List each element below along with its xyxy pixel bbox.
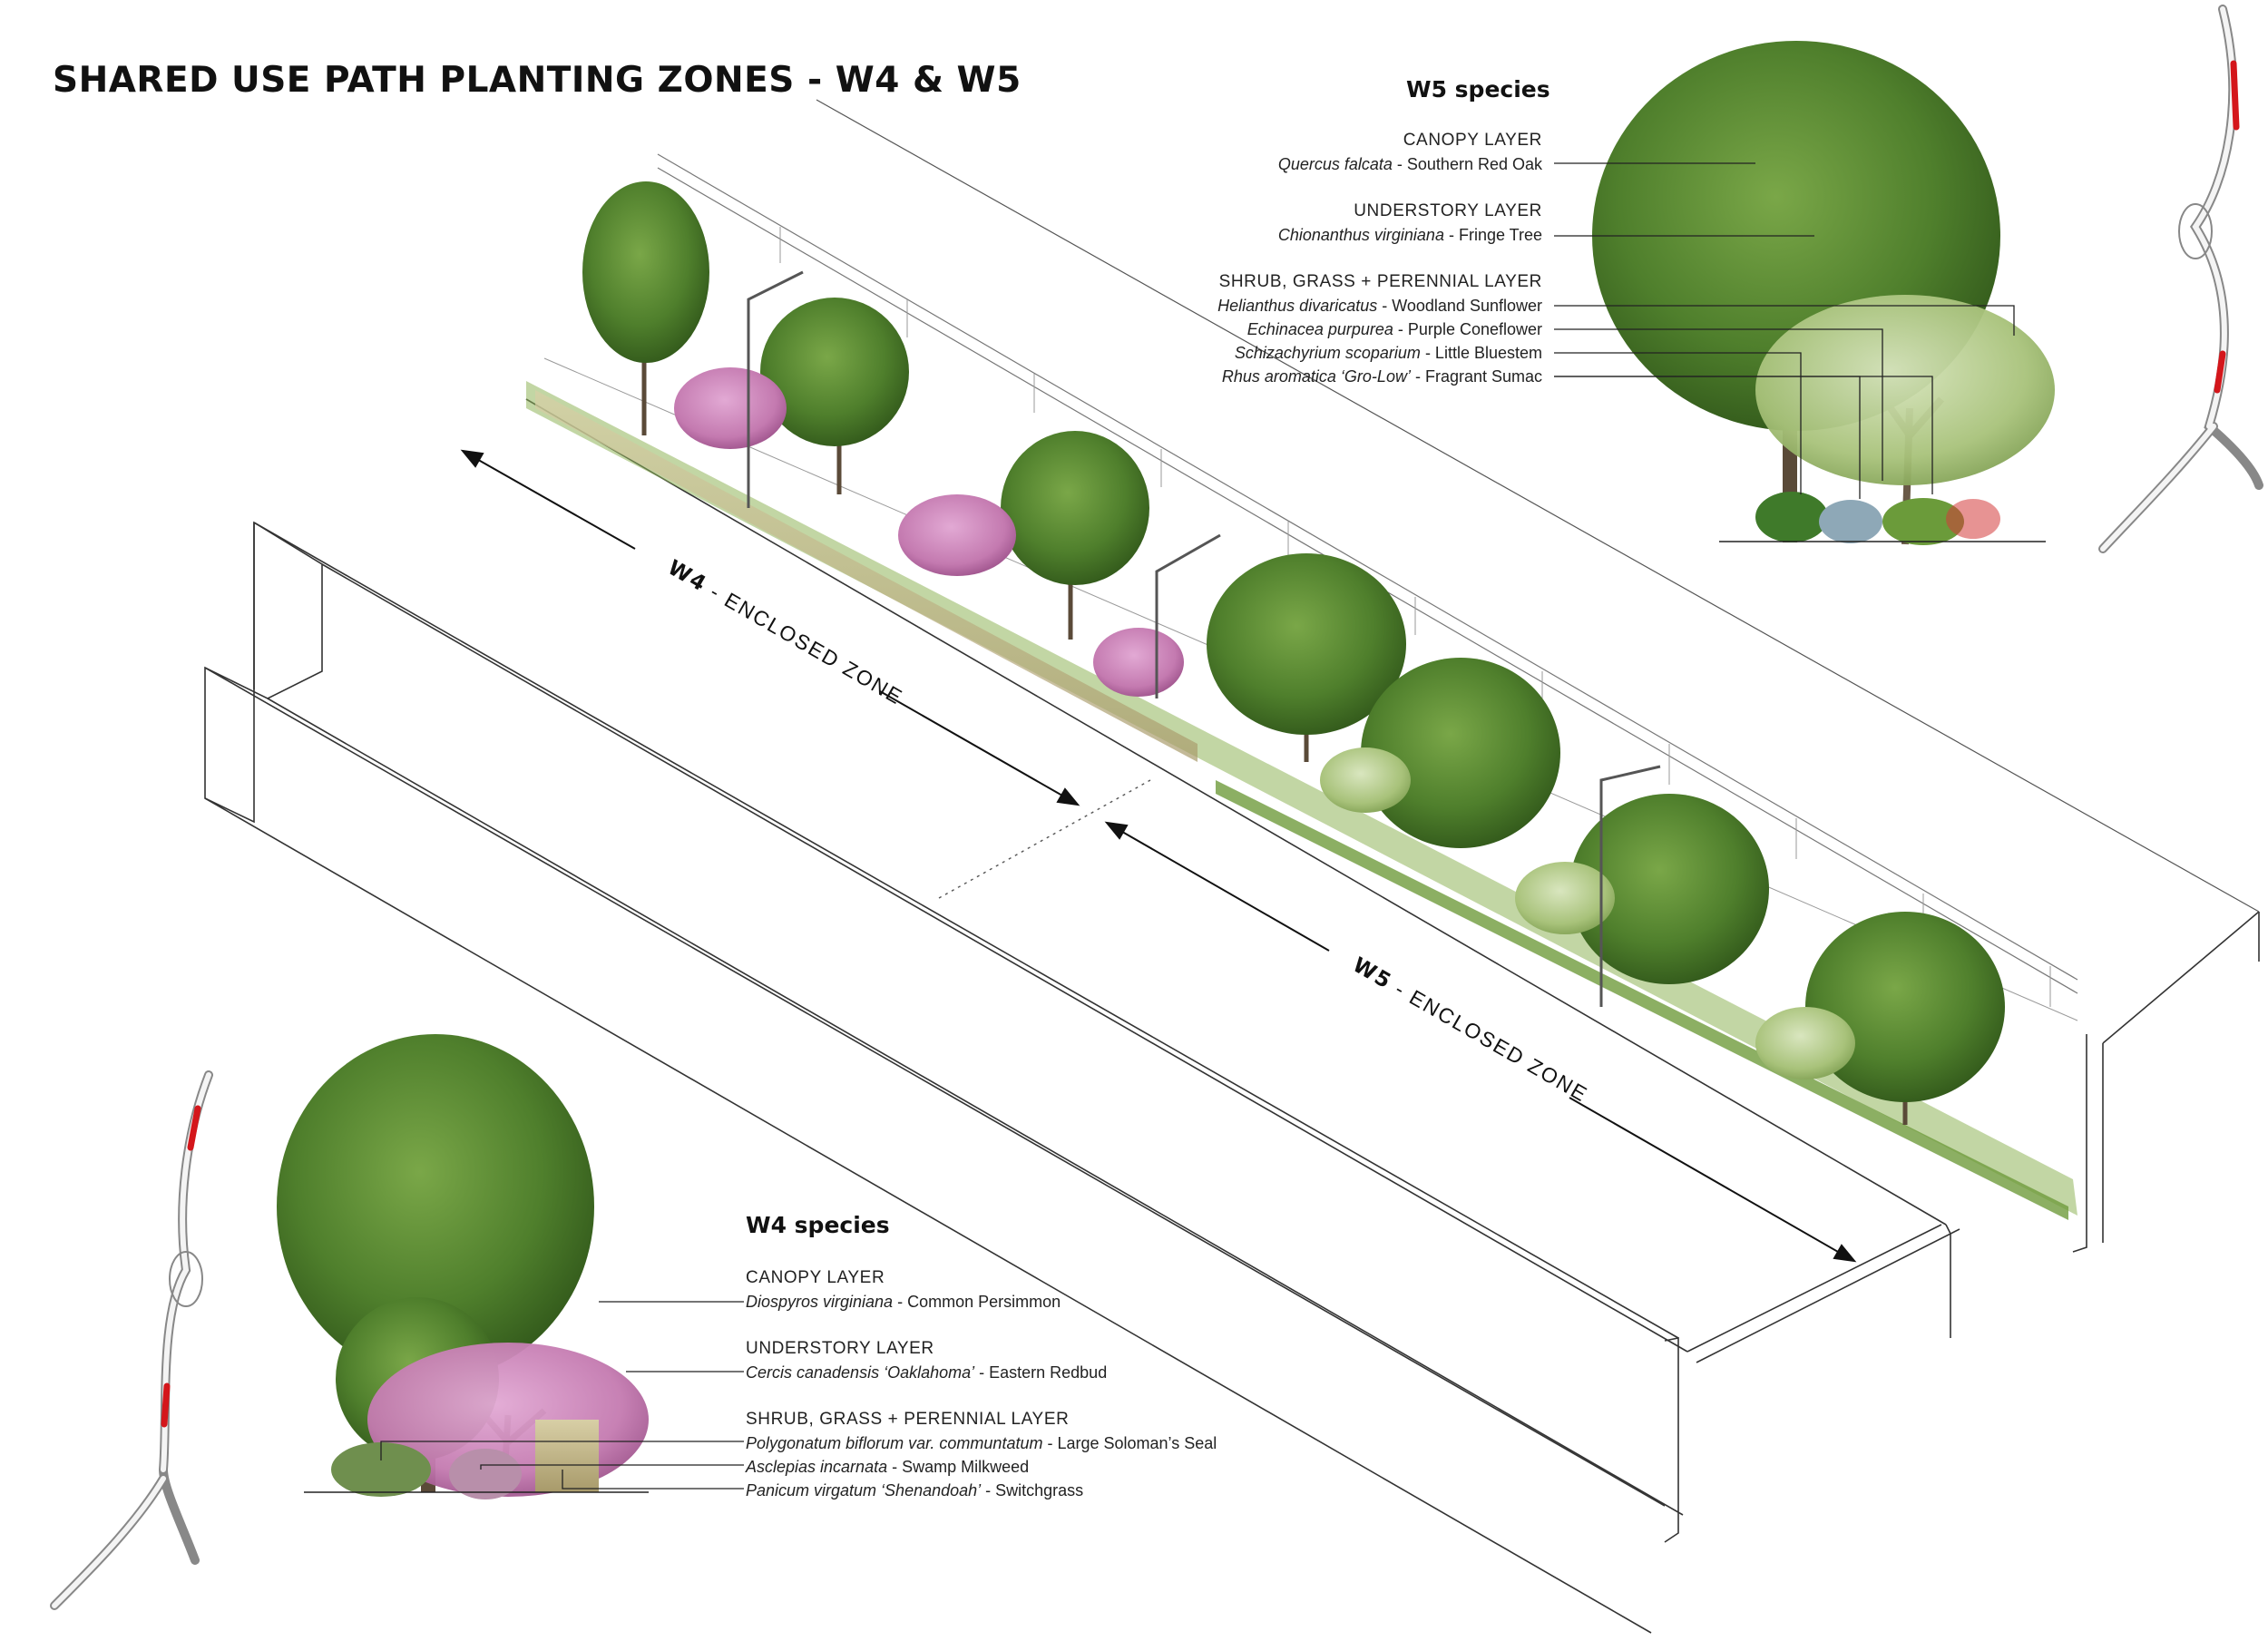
path-edge-upper [525, 398, 1947, 1226]
w4-species-heading: W4 species [746, 1212, 890, 1238]
w5-canopy-label: CANOPY LAYER [1403, 131, 1542, 150]
w5-understory-species: Chionanthus virginiana - Fringe Tree [1277, 226, 1542, 244]
strip-trees [582, 181, 2005, 1125]
w5-shrub-species: Schizachyrium scoparium - Little Blueste… [1234, 344, 1542, 362]
w5-shrub-label: SHRUB, GRASS + PERENNIAL LAYER [1218, 272, 1542, 291]
w5-species-heading: W5 species [1406, 76, 1550, 103]
w4-specimen-illustration [277, 1034, 744, 1499]
w5-shrub-species: Helianthus divaricatus - Woodland Sunflo… [1217, 297, 1542, 315]
w4-understory-label: UNDERSTORY LAYER [746, 1339, 934, 1358]
locator-map-w5 [2098, 5, 2263, 553]
w4-shrub-species: Asclepias incarnata - Swamp Milkweed [746, 1458, 1030, 1476]
w5-understory-label: UNDERSTORY LAYER [1354, 201, 1542, 220]
left-end-wall [204, 521, 323, 824]
w4-shrub-species: Panicum virgatum ‘Shenandoah’ - Switchgr… [746, 1481, 1084, 1499]
zone-divider [938, 779, 1151, 899]
far-rail [657, 153, 2078, 981]
page-title: SHARED USE PATH PLANTING ZONES - W4 & W5 [53, 60, 1022, 101]
direction-arrows [460, 449, 1857, 1263]
w4-shrub-species: Polygonatum biflorum var. communtatum - … [746, 1434, 1217, 1452]
w4-understory-species: Cercis canadensis ‘Oaklahoma’ - Eastern … [746, 1363, 1108, 1382]
w5-canopy-species: Quercus falcata - Southern Red Oak [1277, 155, 1542, 173]
structure-linework [204, 99, 2260, 1634]
w4-canopy-species: Diospyros virginiana - Common Persimmon [746, 1293, 1061, 1311]
locator-map-w4 [50, 1070, 213, 1610]
planting-strip [526, 381, 2077, 1220]
w5-species-list: CANOPY LAYER Quercus falcata - Southern … [1134, 129, 1542, 388]
w5-shrub-species: Rhus aromatica ‘Gro-Low’ - Fragrant Suma… [1221, 367, 1542, 386]
w4-species-list: CANOPY LAYER Diospyros virginiana - Comm… [746, 1266, 1254, 1502]
w5-specimen-illustration [1554, 41, 2055, 545]
w4-shrub-label: SHRUB, GRASS + PERENNIAL LAYER [746, 1410, 1070, 1429]
w5-shrub-species: Echinacea purpurea - Purple Coneflower [1246, 320, 1542, 338]
w4-canopy-label: CANOPY LAYER [746, 1268, 885, 1287]
path-edge-lower [253, 522, 1679, 1339]
